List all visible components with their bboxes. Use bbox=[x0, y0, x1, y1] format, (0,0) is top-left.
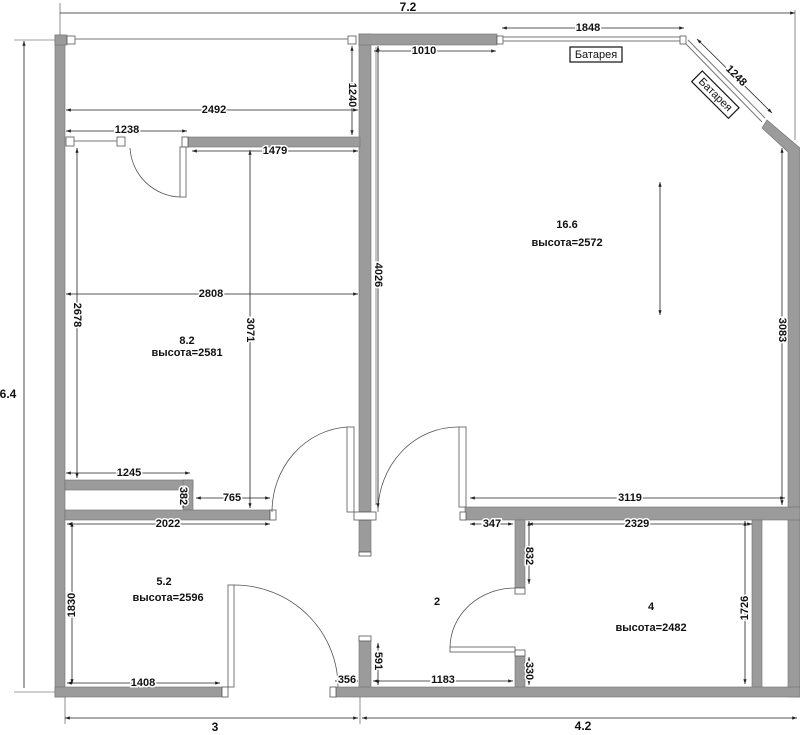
room-height-5-2: высота=2596 bbox=[132, 592, 203, 604]
dim-832: 832 bbox=[523, 547, 535, 565]
dim-1408: 1408 bbox=[131, 677, 155, 689]
dim-1240: 1240 bbox=[346, 83, 358, 107]
dim-591: 591 bbox=[372, 652, 384, 670]
dim-3119: 3119 bbox=[618, 492, 642, 504]
door-swing bbox=[271, 426, 348, 513]
door-leaf bbox=[458, 426, 467, 508]
dim-1248: 1248 bbox=[723, 63, 749, 89]
door-swing bbox=[129, 147, 181, 198]
dimension-lines bbox=[66, 26, 785, 685]
dim-1848: 1848 bbox=[576, 22, 600, 34]
dim-2808: 2808 bbox=[199, 288, 223, 300]
radiator-label: Батарея bbox=[575, 49, 617, 61]
dim-1726: 1726 bbox=[739, 596, 751, 620]
dim-347: 347 bbox=[483, 518, 501, 530]
dim-2022: 2022 bbox=[156, 518, 180, 530]
room-height-4: высота=2482 bbox=[615, 622, 686, 634]
overall-width-label: 7.2 bbox=[400, 0, 417, 14]
dim-2678: 2678 bbox=[71, 303, 83, 327]
dim-3071: 3071 bbox=[244, 318, 256, 342]
dim-765: 765 bbox=[223, 492, 241, 504]
overall-height-label: 6.4 bbox=[0, 387, 17, 401]
door-leaf bbox=[179, 146, 187, 198]
dim-2492: 2492 bbox=[202, 104, 226, 116]
dim-1238: 1238 bbox=[115, 124, 139, 136]
room-area-5-2: 5.2 bbox=[156, 576, 171, 588]
door-leaf bbox=[227, 584, 235, 688]
door-swing bbox=[377, 426, 460, 513]
room-height-8-2: высота=2581 bbox=[151, 347, 222, 359]
dim-1183: 1183 bbox=[431, 674, 455, 686]
room-area-16-6: 16.6 bbox=[556, 219, 577, 231]
room-area-8-2: 8.2 bbox=[179, 335, 194, 347]
dim-4026: 4026 bbox=[372, 263, 384, 287]
door-swing bbox=[233, 584, 339, 688]
dim-382: 382 bbox=[177, 487, 189, 505]
room-labels: 16.6 высота=2572 8.2 высота=2581 5.2 выс… bbox=[132, 219, 686, 634]
door-leaf bbox=[346, 426, 355, 513]
dim-1830: 1830 bbox=[66, 593, 78, 617]
radiator-box bbox=[569, 46, 623, 63]
dim-1479: 1479 bbox=[263, 145, 287, 157]
room-area-4: 4 bbox=[648, 601, 655, 613]
dim-356: 356 bbox=[338, 674, 356, 686]
dim-330: 330 bbox=[523, 662, 535, 680]
dim-1010: 1010 bbox=[412, 45, 436, 57]
bottom-left-width-label: 3 bbox=[212, 720, 219, 734]
dim-3083: 3083 bbox=[776, 318, 788, 342]
room-height-16-6: высота=2572 bbox=[531, 237, 602, 249]
dim-2329: 2329 bbox=[625, 518, 649, 530]
dim-1245: 1245 bbox=[117, 467, 141, 479]
room-area-2: 2 bbox=[434, 596, 440, 608]
walls bbox=[54, 33, 800, 698]
radiators: Батарея Батарея bbox=[569, 46, 740, 120]
bottom-right-width-label: 4.2 bbox=[575, 719, 592, 733]
door-swing bbox=[449, 587, 516, 648]
door-leaf bbox=[449, 646, 516, 653]
doors bbox=[129, 146, 516, 688]
